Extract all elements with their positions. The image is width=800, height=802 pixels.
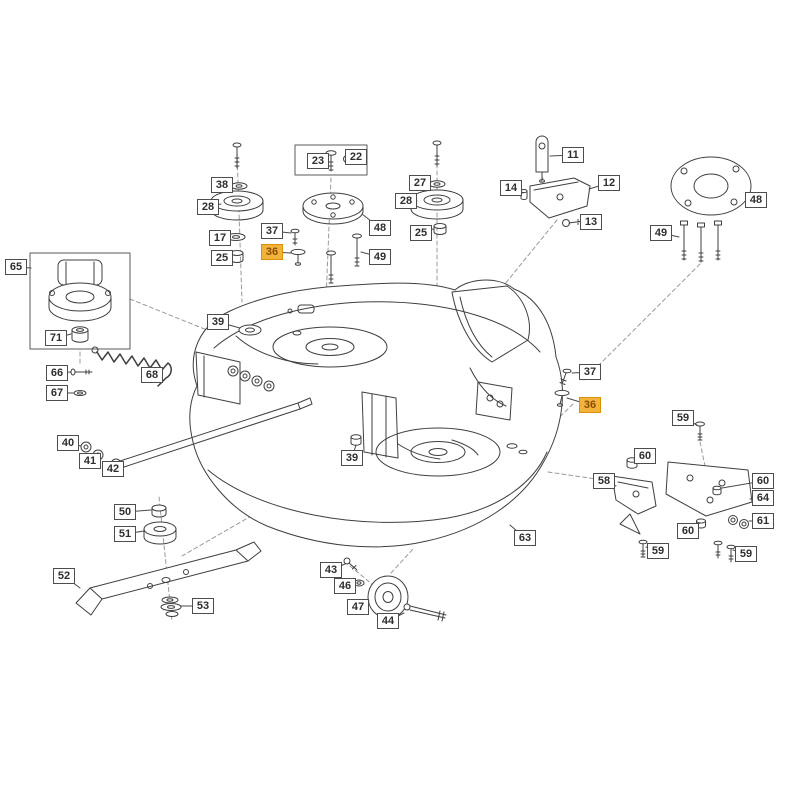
part-label-47[interactable]: 47 (347, 599, 369, 615)
part-label-46[interactable]: 46 (334, 578, 356, 594)
part-label-27[interactable]: 27 (409, 175, 431, 191)
flange-plate-right (670, 156, 752, 263)
part-label-48[interactable]: 48 (745, 192, 767, 208)
part-label-66[interactable]: 66 (46, 365, 68, 381)
hardware-cluster-right (611, 421, 753, 563)
part-label-60[interactable]: 60 (634, 448, 656, 464)
part-label-40[interactable]: 40 (57, 435, 79, 451)
part-label-39[interactable]: 39 (341, 450, 363, 466)
part-label-65[interactable]: 65 (5, 259, 27, 275)
part-label-23[interactable]: 23 (307, 153, 329, 169)
part-label-28[interactable]: 28 (395, 193, 417, 209)
part-label-14[interactable]: 14 (500, 180, 522, 196)
part-label-22[interactable]: 22 (345, 149, 367, 165)
blade-assembly (75, 504, 262, 617)
cover-plate-center (294, 144, 368, 284)
part-label-60[interactable]: 60 (677, 523, 699, 539)
part-label-25[interactable]: 25 (410, 225, 432, 241)
clutch-inset (29, 252, 131, 350)
part-label-64[interactable]: 64 (752, 490, 774, 506)
part-label-17[interactable]: 17 (209, 230, 231, 246)
mower-deck-drawing (110, 279, 563, 548)
part-label-71[interactable]: 71 (45, 330, 67, 346)
part-label-37[interactable]: 37 (261, 223, 283, 239)
pulley-stack-right (410, 140, 464, 235)
fastener-37-36-right (554, 368, 572, 407)
part-label-42[interactable]: 42 (102, 461, 124, 477)
fastener-37-36-center (290, 228, 306, 266)
part-label-44[interactable]: 44 (377, 613, 399, 629)
part-label-11[interactable]: 11 (562, 147, 584, 163)
part-label-37[interactable]: 37 (579, 364, 601, 380)
part-label-49[interactable]: 49 (650, 225, 672, 241)
part-label-59[interactable]: 59 (647, 543, 669, 559)
part-label-12[interactable]: 12 (598, 175, 620, 191)
part-label-43[interactable]: 43 (320, 562, 342, 578)
part-label-49[interactable]: 49 (369, 249, 391, 265)
part-label-60[interactable]: 60 (752, 473, 774, 489)
part-label-53[interactable]: 53 (192, 598, 214, 614)
part-label-51[interactable]: 51 (114, 526, 136, 542)
part-label-52[interactable]: 52 (53, 568, 75, 584)
part-label-50[interactable]: 50 (114, 504, 136, 520)
part-label-59[interactable]: 59 (672, 410, 694, 426)
part-label-36-highlighted[interactable]: 36 (261, 244, 283, 260)
part-label-39[interactable]: 39 (207, 314, 229, 330)
part-label-28[interactable]: 28 (197, 199, 219, 215)
part-label-38[interactable]: 38 (211, 177, 233, 193)
part-label-25[interactable]: 25 (211, 250, 233, 266)
part-label-58[interactable]: 58 (593, 473, 615, 489)
part-label-63[interactable]: 63 (514, 530, 536, 546)
part-label-13[interactable]: 13 (580, 214, 602, 230)
part-label-59[interactable]: 59 (735, 546, 757, 562)
part-label-67[interactable]: 67 (46, 385, 68, 401)
part-label-41[interactable]: 41 (79, 453, 101, 469)
part-label-48[interactable]: 48 (369, 220, 391, 236)
part-label-36-highlighted[interactable]: 36 (579, 397, 601, 413)
bracket-group-right (520, 135, 591, 227)
part-label-68[interactable]: 68 (141, 367, 163, 383)
part-label-61[interactable]: 61 (752, 513, 774, 529)
